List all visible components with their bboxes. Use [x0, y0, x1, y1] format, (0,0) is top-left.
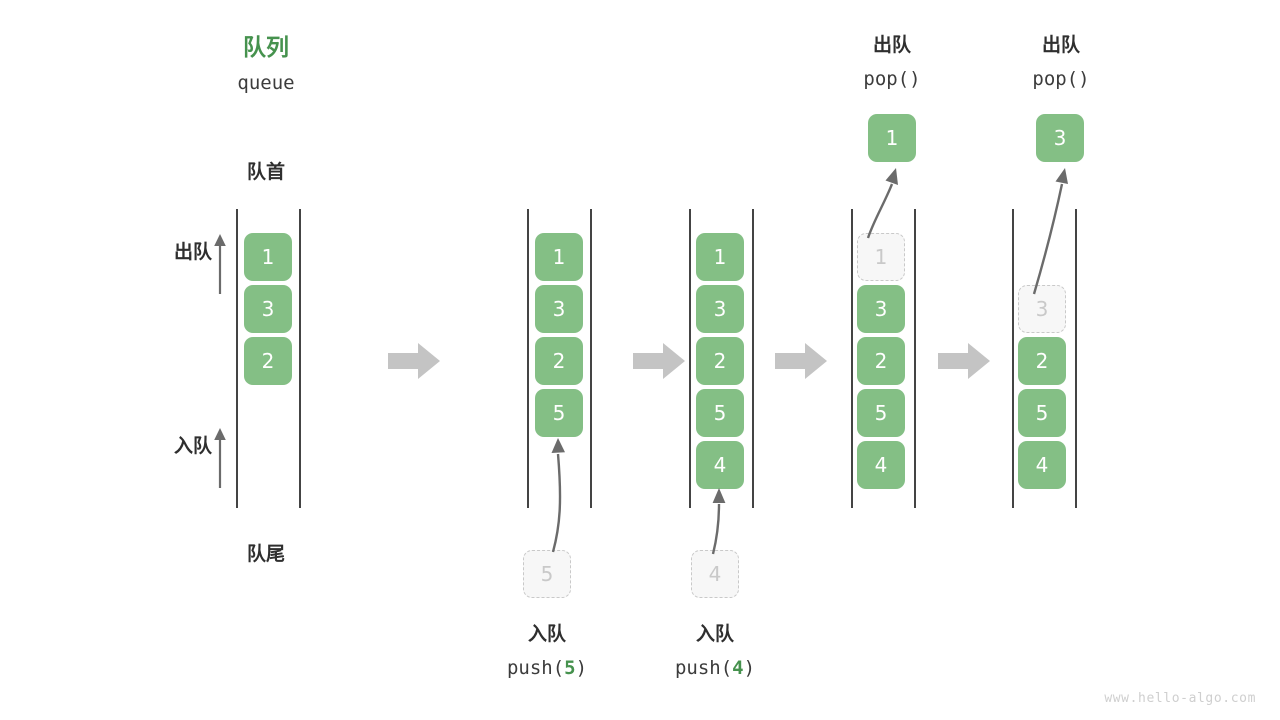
- step-arrow-icon: [388, 343, 440, 379]
- caption-code-arg: 5: [564, 657, 576, 679]
- queue-item: 3: [857, 285, 905, 333]
- queue-item: 1: [696, 233, 744, 281]
- enqueue-direction-arrow-icon: [214, 428, 226, 488]
- dequeue-direction-arrow-icon: [214, 234, 226, 294]
- step-caption-cn: 入队: [527, 623, 566, 645]
- popped-item: 3: [1036, 114, 1084, 162]
- step-caption-code: push(4): [645, 656, 785, 682]
- front-label: 队首: [246, 161, 285, 183]
- caption-code-suffix: ): [743, 657, 756, 679]
- queue-item: 2: [696, 337, 744, 385]
- caption-code-prefix: push(: [506, 657, 565, 679]
- incoming-ghost-item: 5: [523, 550, 571, 598]
- queue-item: 2: [1018, 337, 1066, 385]
- queue-item: 1: [535, 233, 583, 281]
- push-motion-arrow-icon: [551, 438, 565, 553]
- watermark: www.hello-algo.com: [1104, 691, 1256, 706]
- figure-title-cn: 队列: [243, 35, 289, 61]
- rear-label: 队尾: [246, 543, 285, 565]
- step-caption-cn: 出队: [872, 34, 911, 56]
- outgoing-ghost-item: 3: [1018, 285, 1066, 333]
- figure-title-code: queue: [237, 72, 295, 94]
- queue-item: 5: [857, 389, 905, 437]
- rail-right: [1075, 209, 1077, 508]
- enqueue-direction-label: 入队: [173, 435, 212, 457]
- rail-right: [752, 209, 754, 508]
- queue-item: 4: [1018, 441, 1066, 489]
- queue-item: 1: [244, 233, 292, 281]
- queue-item: 4: [857, 441, 905, 489]
- rail-right: [590, 209, 592, 508]
- caption-code-arg: 4: [732, 657, 744, 679]
- queue-item: 5: [1018, 389, 1066, 437]
- outgoing-ghost-item: 1: [857, 233, 905, 281]
- step-arrow-icon: [938, 343, 990, 379]
- queue-item: 4: [696, 441, 744, 489]
- step-arrow-icon: [633, 343, 685, 379]
- queue-item: 5: [535, 389, 583, 437]
- queue-item: 2: [857, 337, 905, 385]
- rail-left: [527, 209, 529, 508]
- queue-item: 2: [535, 337, 583, 385]
- pop-motion-arrow-icon: [866, 168, 898, 239]
- rail-right: [914, 209, 916, 508]
- dequeue-direction-label: 出队: [173, 241, 212, 263]
- step-caption-cn: 入队: [695, 623, 734, 645]
- step-caption-code: push(5): [477, 656, 617, 682]
- rail-right: [299, 209, 301, 508]
- rail-left: [1012, 209, 1014, 508]
- step-arrow-icon: [775, 343, 827, 379]
- queue-item: 5: [696, 389, 744, 437]
- incoming-ghost-item: 4: [691, 550, 739, 598]
- step-caption-code: pop(): [1032, 68, 1090, 90]
- rail-left: [689, 209, 691, 508]
- rail-left: [236, 209, 238, 508]
- rail-left: [851, 209, 853, 508]
- pop-motion-arrow-icon: [1032, 168, 1068, 295]
- caption-code-suffix: ): [575, 657, 588, 679]
- queue-item: 3: [535, 285, 583, 333]
- step-caption-code: pop(): [863, 68, 921, 90]
- queue-item: 3: [696, 285, 744, 333]
- queue-item: 3: [244, 285, 292, 333]
- caption-code-prefix: push(: [674, 657, 733, 679]
- queue-item: 2: [244, 337, 292, 385]
- push-motion-arrow-icon: [711, 488, 726, 555]
- popped-item: 1: [868, 114, 916, 162]
- step-caption-cn: 出队: [1041, 34, 1080, 56]
